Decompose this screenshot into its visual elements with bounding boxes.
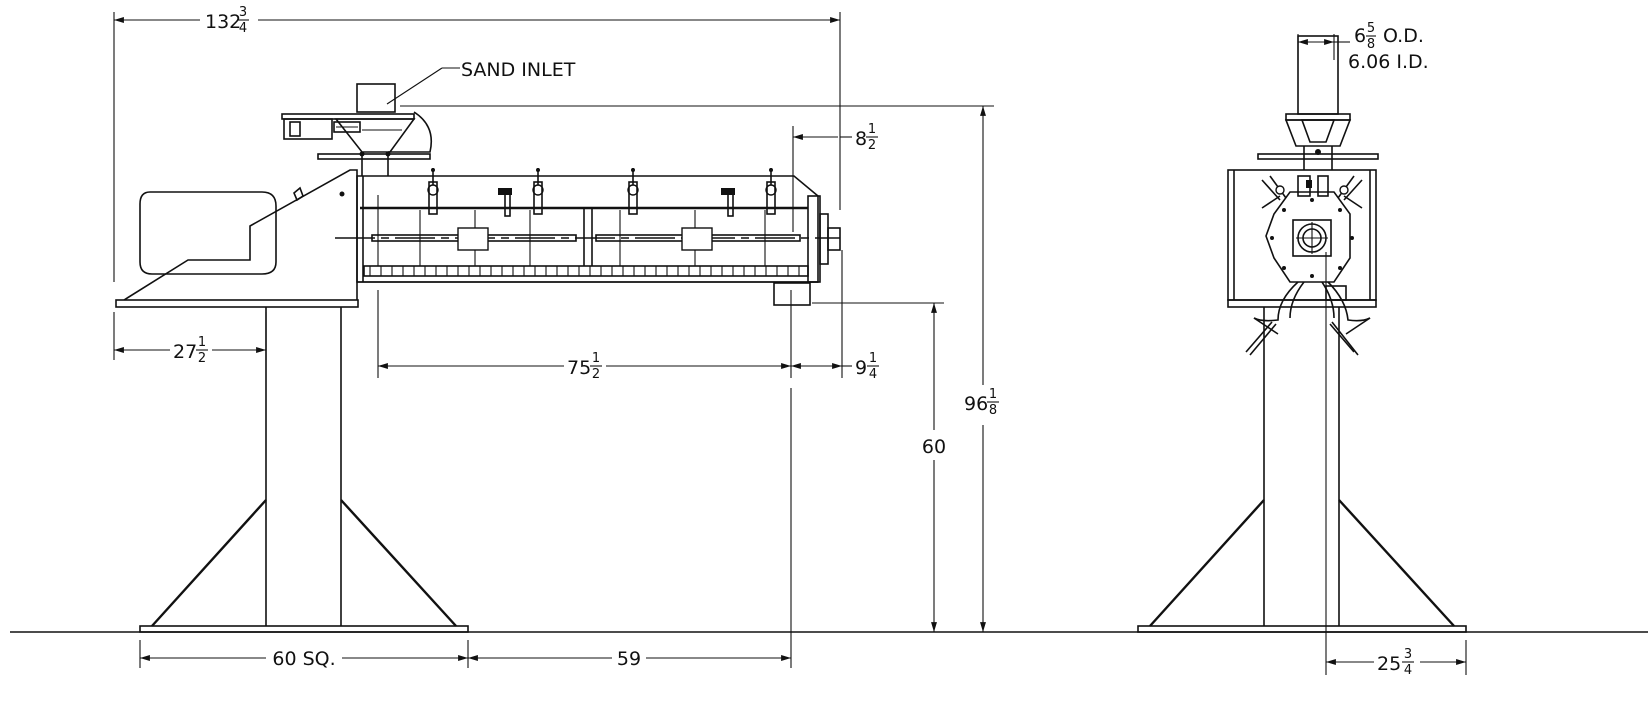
lid-clamps xyxy=(427,168,777,217)
dim-motor-overhang: 27 1 2 xyxy=(173,335,208,366)
svg-text:1: 1 xyxy=(592,351,600,366)
svg-text:8: 8 xyxy=(855,128,867,150)
id-callout: 6.06 I.D. xyxy=(1348,51,1429,73)
end-plate xyxy=(1265,191,1351,283)
svg-text:132: 132 xyxy=(205,11,241,33)
drive-guard xyxy=(123,169,358,301)
discharge-spout xyxy=(773,282,811,306)
trough-paddles xyxy=(369,266,800,276)
svg-text:O.D.: O.D. xyxy=(1383,25,1424,47)
svg-text:96: 96 xyxy=(964,393,988,415)
sand-inlet-label: SAND INLET xyxy=(461,59,576,81)
svg-text:3: 3 xyxy=(239,5,247,20)
svg-text:25: 25 xyxy=(1377,653,1401,675)
svg-text:3: 3 xyxy=(1404,647,1412,662)
svg-text:8: 8 xyxy=(989,403,997,418)
svg-text:4: 4 xyxy=(239,21,247,36)
od-callout: 6 5 8 O.D. xyxy=(1354,21,1424,52)
svg-text:4: 4 xyxy=(869,367,877,382)
dim-base-width: 60 SQ. xyxy=(272,648,335,670)
dim-overall-height: 96 1 8 xyxy=(964,387,999,418)
dim-base-to-discharge: 59 xyxy=(617,648,641,670)
svg-text:27: 27 xyxy=(173,341,197,363)
dim-shaft-extension: 8 1 2 xyxy=(855,122,878,153)
dim-discharge-height: 60 xyxy=(922,436,946,458)
stand-gussets xyxy=(151,499,457,627)
svg-text:8: 8 xyxy=(1367,37,1375,52)
svg-text:1: 1 xyxy=(989,387,997,402)
svg-text:75: 75 xyxy=(567,357,591,379)
svg-text:6: 6 xyxy=(1354,25,1366,47)
svg-text:2: 2 xyxy=(198,351,206,366)
end-elevation: 6 5 8 O.D. 6.06 I.D. 25 3 4 xyxy=(1137,21,1467,678)
side-elevation: SAND INLET 132 3 4 8 1 2 xyxy=(113,5,999,670)
svg-text:2: 2 xyxy=(592,367,600,382)
stand-top-platform xyxy=(115,299,359,308)
motor xyxy=(139,191,277,275)
svg-text:1: 1 xyxy=(868,122,876,137)
dim-overall-length: 132 3 4 xyxy=(205,5,249,36)
sand-inlet-hopper xyxy=(281,83,433,176)
svg-text:9: 9 xyxy=(855,357,867,379)
svg-text:1: 1 xyxy=(198,335,206,350)
svg-text:1: 1 xyxy=(869,351,877,366)
dim-trough-length: 75 1 2 xyxy=(567,351,602,382)
svg-text:2: 2 xyxy=(868,138,876,153)
mixer-trough xyxy=(335,175,841,306)
stand-base-plate xyxy=(139,625,469,633)
dim-side-offset: 25 3 4 xyxy=(1377,647,1414,678)
dim-discharge-offset: 9 1 4 xyxy=(855,351,879,382)
svg-text:4: 4 xyxy=(1404,663,1412,678)
svg-text:5: 5 xyxy=(1367,21,1375,36)
